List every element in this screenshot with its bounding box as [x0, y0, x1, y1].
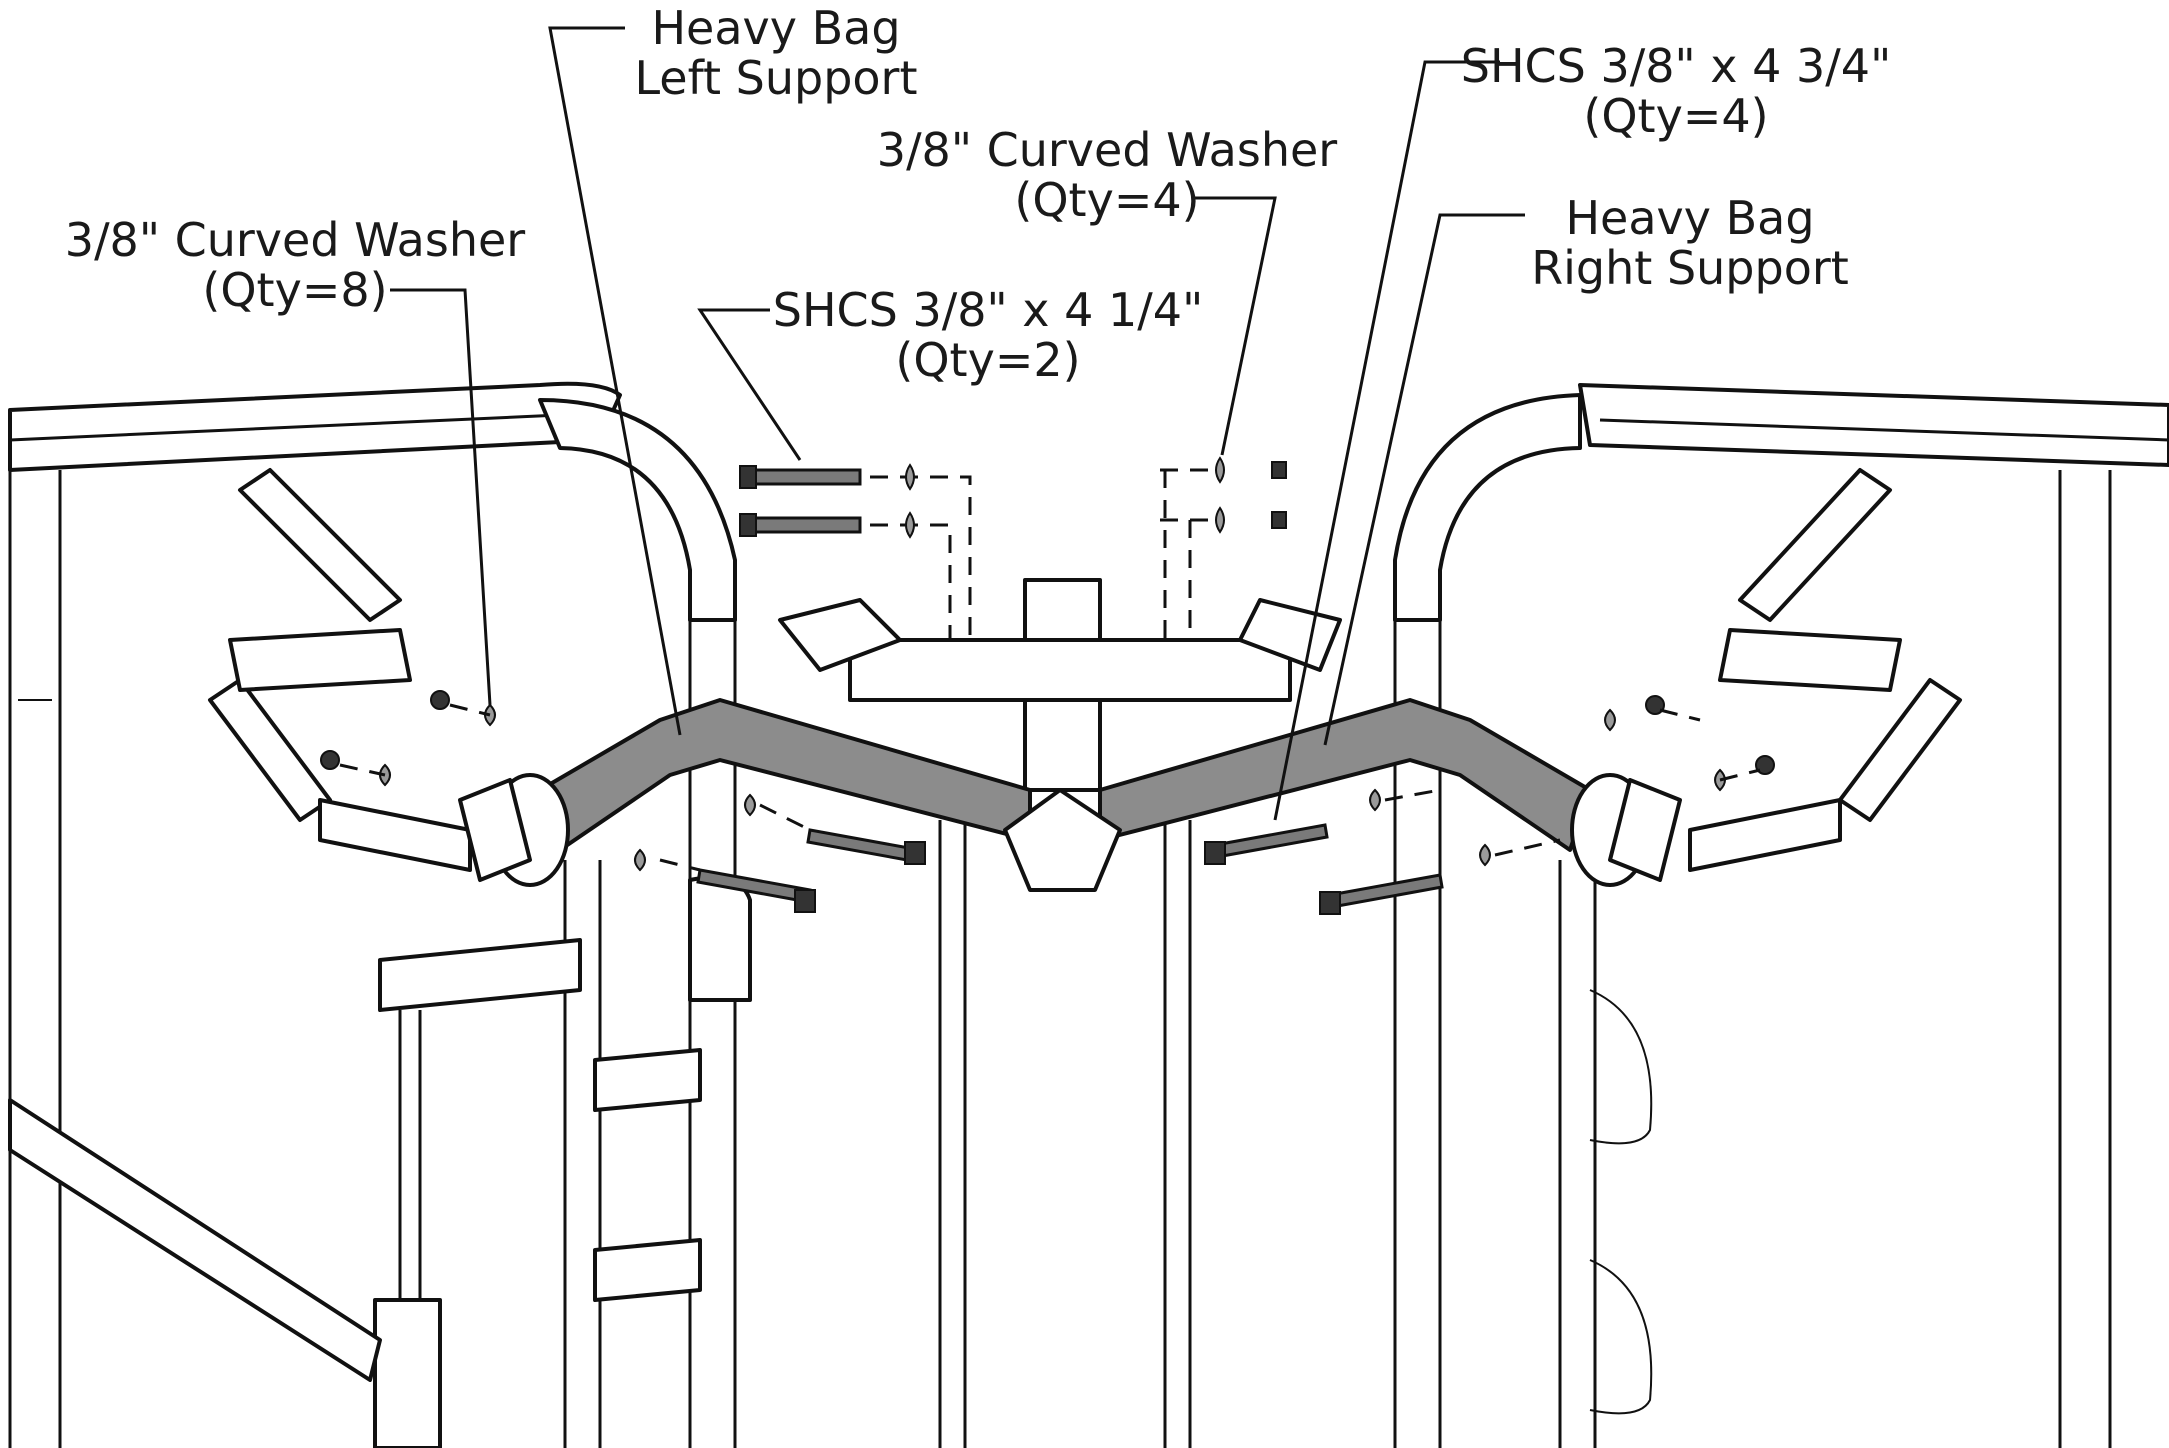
label-shcs-4-3-4: SHCS 3/8" x 4 3/4" (Qty=4) — [1461, 39, 1891, 143]
label-line: Heavy Bag — [651, 1, 900, 55]
heavy-bag-left-support — [490, 698, 1032, 887]
label-line: (Qty=4) — [1014, 173, 1199, 227]
label-heavy-bag-left-support: Heavy Bag Left Support — [634, 1, 917, 105]
label-line: 3/8" Curved Washer — [65, 213, 525, 267]
label-line: SHCS 3/8" x 4 3/4" — [1461, 39, 1891, 93]
label-line: 3/8" Curved Washer — [877, 123, 1337, 177]
left-bracket — [458, 598, 902, 882]
frame-structure — [8, 381, 2169, 1448]
leader-lines — [390, 26, 1525, 821]
curved-washers-top — [905, 456, 1287, 640]
label-curved-washer-qty8: 3/8" Curved Washer (Qty=8) — [65, 213, 525, 317]
shcs-4-1-4-bolts — [739, 465, 972, 640]
label-line: (Qty=2) — [895, 333, 1080, 387]
nuts-and-washers-sides — [320, 690, 1775, 872]
label-shcs-4-1-4: SHCS 3/8" x 4 1/4" (Qty=2) — [773, 283, 1203, 387]
label-line: SHCS 3/8" x 4 1/4" — [773, 283, 1203, 337]
center-plate — [1003, 788, 1122, 892]
shcs-4-3-4-bolts — [696, 823, 1444, 915]
label-line: Right Support — [1531, 241, 1849, 295]
label-line: Heavy Bag — [1565, 191, 1814, 245]
label-line: (Qty=4) — [1583, 89, 1768, 143]
label-curved-washer-qty4: 3/8" Curved Washer (Qty=4) — [877, 123, 1337, 227]
label-line: (Qty=8) — [202, 263, 387, 317]
label-line: Left Support — [634, 51, 917, 105]
label-heavy-bag-right-support: Heavy Bag Right Support — [1531, 191, 1849, 295]
